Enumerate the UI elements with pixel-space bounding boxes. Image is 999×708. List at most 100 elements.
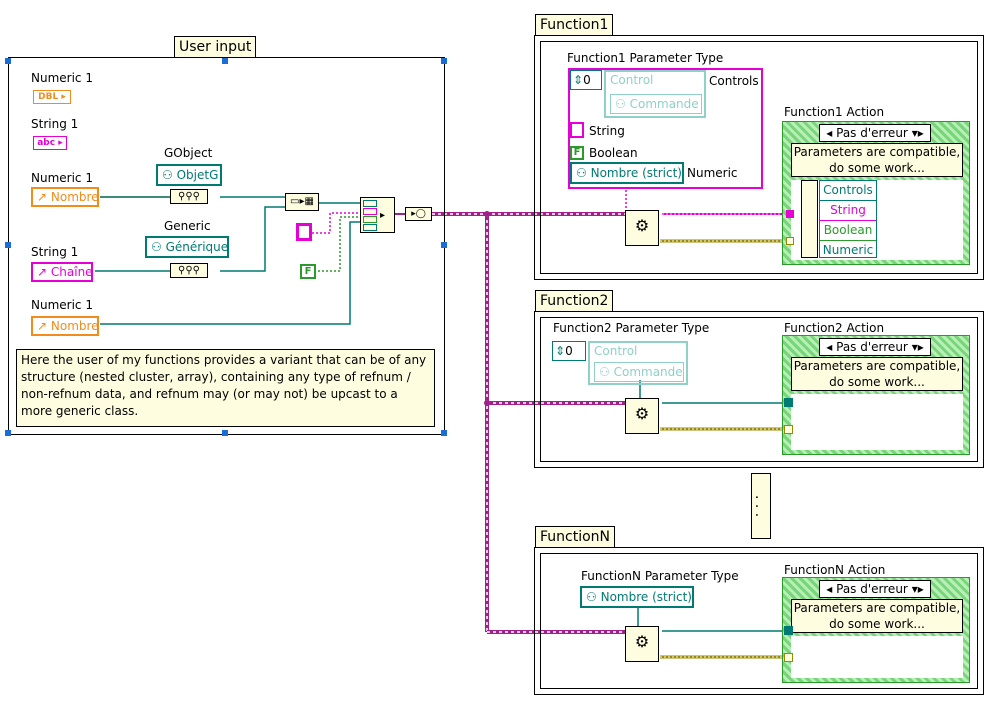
commande-element-2[interactable]: ⚇ Commande — [594, 362, 684, 382]
function2-action-label: Function2 Action — [784, 321, 885, 335]
unbundle-item-numeric[interactable]: Numeric — [822, 243, 874, 257]
functionN-param-type-label: FunctionN Parameter Type — [581, 569, 739, 583]
empty-string-constant[interactable] — [296, 223, 312, 241]
nombre-control[interactable]: ↗ Nombre — [31, 187, 99, 207]
function1-action-label: Function1 Action — [784, 105, 885, 119]
resize-handle[interactable] — [222, 430, 228, 436]
commande-text-2: Commande — [613, 365, 683, 379]
dbl-type-label: DBL — [38, 92, 59, 102]
class-icon: ⚇ — [576, 166, 587, 180]
functionN-case-structure[interactable]: ◂ Pas d'erreur ▾▸ Parameters are compati… — [782, 577, 970, 683]
nombre-strict-control[interactable]: ⚇ Nombre (strict) — [570, 162, 684, 184]
function1-tab: Function1 — [535, 14, 614, 35]
class-icon: ⚇ — [615, 97, 626, 111]
class-icon: ⚇ — [151, 240, 162, 254]
objetg-text: ObjetG — [176, 168, 219, 182]
string1-terminal[interactable]: abc ▸ — [33, 136, 67, 150]
wire-string — [312, 212, 362, 234]
nombre-control-2[interactable]: ↗ Nombre — [31, 316, 99, 336]
array-index-control[interactable]: ⇕0 — [570, 70, 602, 90]
function2-tab: Function2 — [535, 290, 614, 311]
refnum-icon: ↗ — [37, 265, 48, 279]
case-selector-text-2: Pas d'erreur — [836, 340, 908, 354]
variant-to-data-node-2[interactable]: ⚙ — [625, 398, 659, 434]
build-array-node[interactable]: ▭▸▦ — [285, 193, 319, 211]
generique-constant[interactable]: ⚇ Générique — [145, 236, 229, 258]
function2-case-structure[interactable]: ◂ Pas d'erreur ▾▸ Parameters are compati… — [782, 335, 970, 455]
case-selector-2[interactable]: ◂ Pas d'erreur ▾▸ — [819, 338, 931, 356]
resize-handle[interactable] — [222, 58, 228, 64]
user-input-tab: User input — [174, 36, 257, 57]
commande-element[interactable]: ⚇ Commande — [610, 94, 702, 114]
string1b-label: String 1 — [31, 245, 79, 259]
resize-handle[interactable] — [5, 430, 11, 436]
bundle-slot — [363, 216, 377, 223]
numeric1-terminal[interactable]: DBL ▸ — [33, 90, 71, 104]
generique-text: Générique — [165, 240, 229, 254]
refnum-icon: ↗ — [37, 190, 48, 204]
variant-to-data-node[interactable]: ⚙ — [625, 210, 659, 246]
case-interior-2 — [791, 394, 963, 450]
description-comment: Here the user of my functions provides a… — [16, 349, 435, 427]
to-more-generic-class-node-2[interactable]: ⚲⚲⚲ — [170, 263, 208, 278]
string1-label: String 1 — [31, 117, 79, 131]
nombre-text-2: Nombre — [50, 319, 99, 333]
resize-handle[interactable] — [441, 242, 447, 248]
numeric1-label: Numeric 1 — [31, 71, 93, 85]
control-array-2[interactable]: Control ⚇ Commande — [588, 341, 688, 385]
function2-frame — [534, 311, 984, 468]
case-comment-n: Parameters are compatible, do some work.… — [791, 599, 963, 633]
increment-icon: ⇕ — [555, 344, 566, 358]
control-label: Control — [610, 73, 654, 87]
resize-handle[interactable] — [441, 58, 447, 64]
nombre-text: Nombre — [50, 190, 99, 204]
case-selector-terminal-n — [784, 653, 793, 662]
function2-inner-frame — [540, 317, 978, 462]
case-selector[interactable]: ◂ Pas d'erreur ▾▸ — [819, 124, 931, 142]
nombre-strict-control-n[interactable]: ⚇ Nombre (strict) — [580, 586, 694, 608]
class-icon: ⚇ — [586, 590, 597, 604]
array-index-control-2[interactable]: ⇕0 — [552, 341, 586, 361]
function1-param-cluster[interactable] — [568, 68, 763, 189]
variant-to-data-node-n[interactable]: ⚙ — [625, 626, 659, 662]
resize-handle[interactable] — [441, 430, 447, 436]
case-tunnel-2 — [784, 398, 793, 407]
to-variant-node[interactable]: ▸◯ — [405, 207, 432, 221]
index-value-2: 0 — [565, 344, 573, 358]
objetg-constant[interactable]: ⚇ ObjetG — [156, 164, 222, 186]
unbundle-by-name-node[interactable] — [801, 180, 818, 258]
bundle-slot — [363, 224, 377, 231]
case-tunnel-n — [784, 626, 793, 635]
refnum-icon: ↗ — [37, 319, 48, 333]
case-selector-n[interactable]: ◂ Pas d'erreur ▾▸ — [819, 580, 931, 598]
bundle-node[interactable]: ▸ — [360, 197, 395, 233]
chaine-control[interactable]: ↗ Chaîne — [31, 262, 93, 282]
index-value: 0 — [583, 73, 591, 87]
unbundle-item-boolean[interactable]: Boolean — [820, 221, 876, 241]
string-label: String — [589, 124, 625, 138]
false-text: F — [304, 266, 312, 277]
control-array[interactable]: Control ⚇ Commande — [604, 70, 706, 118]
control-label-2: Control — [594, 344, 638, 358]
case-comment: Parameters are compatible, do some work.… — [791, 143, 963, 177]
false-constant[interactable]: F — [300, 264, 316, 279]
function1-case-structure[interactable]: ◂ Pas d'erreur ▾▸ Parameters are compati… — [782, 121, 970, 265]
case-selector-terminal — [786, 237, 794, 245]
nombre-strict-text: Nombre (strict) — [590, 166, 682, 180]
to-more-generic-class-node[interactable]: ⚲⚲⚲ — [170, 189, 208, 204]
boolean-const-text: F — [573, 147, 581, 158]
function1-inner-frame — [540, 41, 978, 274]
unbundle-item-controls[interactable]: Controls — [820, 181, 876, 201]
resize-handle[interactable] — [5, 242, 11, 248]
string-control[interactable] — [570, 122, 584, 138]
prev-case-icon: ◂ — [826, 340, 833, 354]
increment-icon: ⇕ — [573, 73, 584, 87]
resize-handle[interactable] — [5, 58, 11, 64]
unbundle-item-string[interactable]: String — [820, 201, 876, 221]
function1-frame — [534, 35, 984, 280]
boolean-control[interactable]: F — [570, 146, 584, 160]
bundle-slot — [363, 200, 377, 207]
function1-param-type-label: Function1 Parameter Type — [567, 51, 724, 65]
class-icon: ⚇ — [599, 365, 610, 379]
controls-label: Controls — [709, 74, 759, 88]
